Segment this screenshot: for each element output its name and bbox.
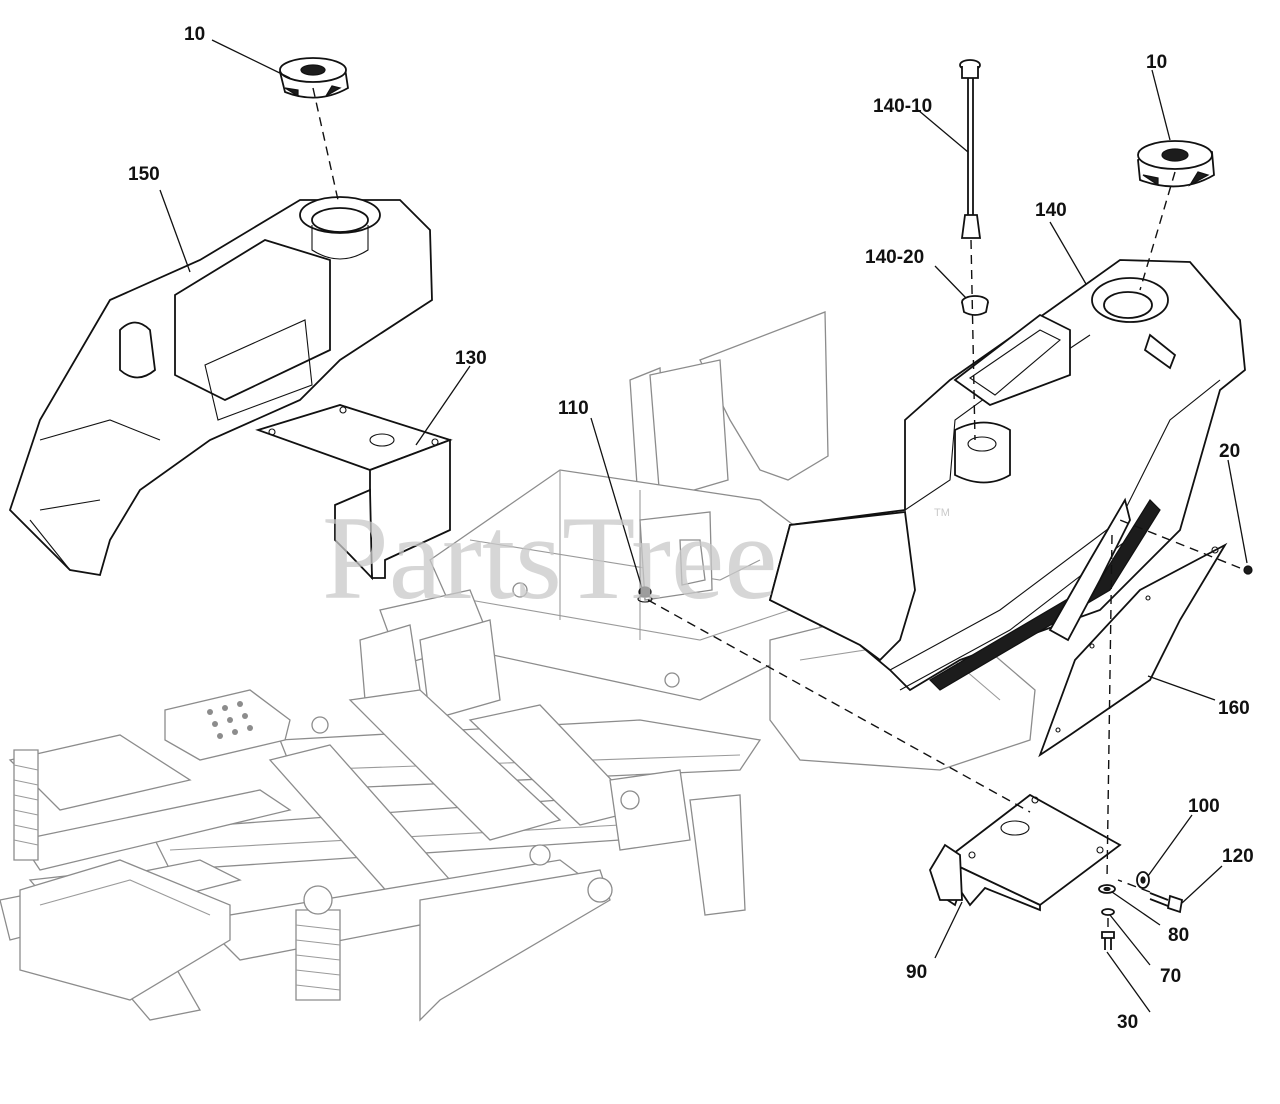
assembly-lines xyxy=(312,87,1241,930)
callout-130[interactable]: 130 xyxy=(455,348,487,369)
callout-100[interactable]: 100 xyxy=(1188,796,1220,817)
callout-70[interactable]: 70 xyxy=(1160,966,1181,987)
callout-90[interactable]: 90 xyxy=(906,962,927,983)
part-120-bolt[interactable] xyxy=(1149,892,1184,914)
part-70-lockwasher[interactable] xyxy=(1101,908,1115,916)
part-140-right-pod[interactable] xyxy=(768,259,1246,692)
part-10-fuel-cap-right[interactable] xyxy=(1137,140,1215,188)
callout-10-right[interactable]: 10 xyxy=(1146,52,1167,73)
coil-spring-right xyxy=(295,885,341,1001)
part-80-washer[interactable] xyxy=(1098,884,1116,894)
part-160-side-panel[interactable] xyxy=(1038,542,1228,758)
callout-10-left[interactable]: 10 xyxy=(184,24,205,45)
watermark-text: PartsTree xyxy=(322,491,778,624)
watermark: PartsTree TM xyxy=(322,491,950,624)
part-140-10-fuel-sender[interactable] xyxy=(959,59,982,239)
part-30-bolt[interactable] xyxy=(1101,931,1115,950)
callout-120[interactable]: 120 xyxy=(1222,846,1254,867)
part-100-washer[interactable] xyxy=(1136,871,1150,889)
callout-80[interactable]: 80 xyxy=(1168,925,1189,946)
callout-160[interactable]: 160 xyxy=(1218,698,1250,719)
part-130-bracket[interactable] xyxy=(255,404,453,581)
callout-30[interactable]: 30 xyxy=(1117,1012,1138,1033)
part-150-left-pod[interactable] xyxy=(8,196,433,577)
part-110-bushing[interactable] xyxy=(637,586,653,603)
part-90-bracket[interactable] xyxy=(929,793,1122,912)
callout-150[interactable]: 150 xyxy=(128,164,160,185)
leader-lines xyxy=(159,39,1248,1013)
callout-140[interactable]: 140 xyxy=(1035,200,1067,221)
footrest-holes xyxy=(207,701,253,739)
watermark-tm: TM xyxy=(934,507,950,519)
part-10-fuel-cap-left[interactable] xyxy=(278,57,349,99)
coil-spring-left xyxy=(13,749,39,861)
callout-140-10[interactable]: 140-10 xyxy=(873,96,932,117)
part-140-20-grommet[interactable] xyxy=(961,295,989,316)
callout-110[interactable]: 110 xyxy=(558,398,589,419)
callout-140-20[interactable]: 140-20 xyxy=(865,247,924,268)
part-20-screw[interactable] xyxy=(1243,565,1253,575)
callout-labels: 10 150 130 110 140-10 140-20 140 10 20 1… xyxy=(128,24,1254,1033)
callout-20[interactable]: 20 xyxy=(1219,441,1240,462)
